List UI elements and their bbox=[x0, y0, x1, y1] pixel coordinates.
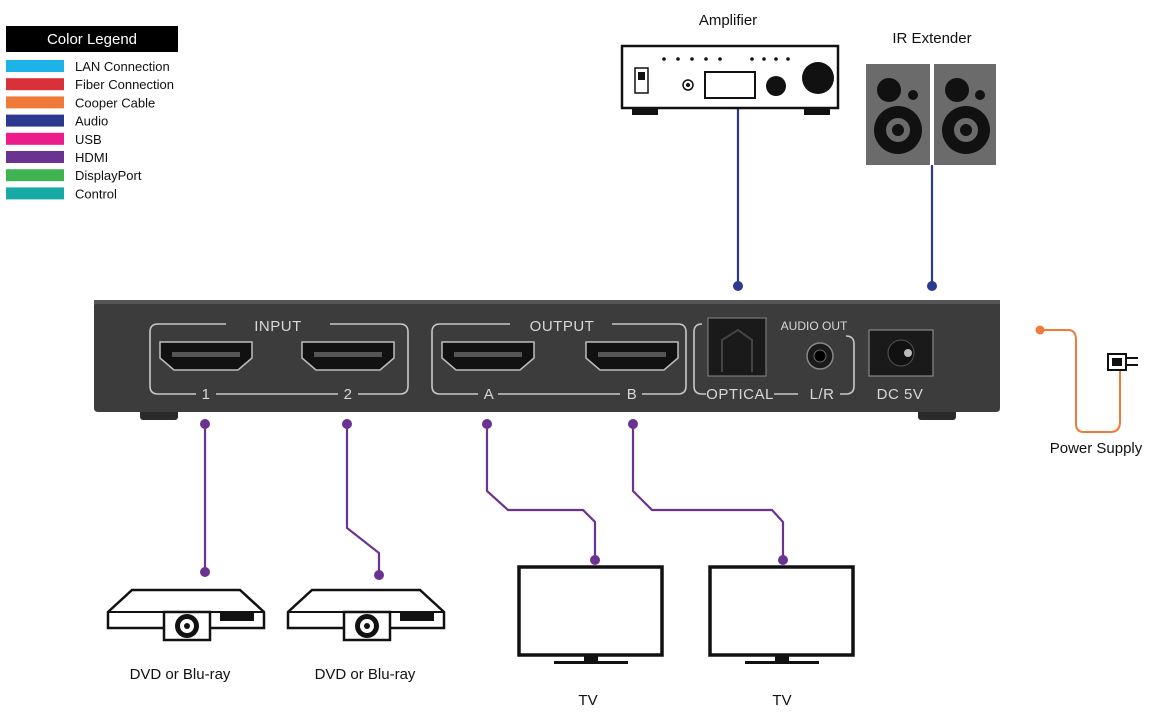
legend-label: Audio bbox=[75, 114, 108, 129]
input-group-label: INPUT bbox=[254, 318, 302, 335]
tv-b-label: TV bbox=[772, 692, 791, 709]
legend-swatch bbox=[6, 169, 64, 182]
legend-label: Cooper Cable bbox=[75, 95, 155, 110]
legend-item: Control bbox=[6, 186, 117, 201]
dvd-player-1 bbox=[106, 588, 266, 642]
dc-label: DC 5V bbox=[877, 386, 924, 403]
legend-item: LAN Connection bbox=[6, 59, 170, 74]
legend-swatch bbox=[6, 114, 64, 127]
amplifier: Amplifier bbox=[620, 12, 840, 115]
output-a-label: A bbox=[484, 386, 495, 403]
legend-title: Color Legend bbox=[47, 31, 137, 48]
legend-swatch bbox=[6, 78, 64, 91]
legend-label: DisplayPort bbox=[75, 168, 142, 183]
amplifier-knob-small bbox=[766, 76, 786, 96]
legend-swatch bbox=[6, 187, 64, 200]
hdmi-port-input-2 bbox=[301, 341, 395, 371]
hdmi-switch: INPUT 1 2 OUTPUT A B AUDIO OUT bbox=[94, 300, 1000, 420]
amplifier-label: Amplifier bbox=[699, 12, 757, 29]
tv-a bbox=[517, 565, 664, 664]
legend-label: LAN Connection bbox=[75, 59, 170, 74]
power-supply: Power Supply bbox=[1050, 353, 1143, 457]
legend-swatch bbox=[6, 96, 64, 109]
source-2-label: DVD or Blu-ray bbox=[315, 666, 416, 683]
ir-extender-label: IR Extender bbox=[892, 30, 971, 47]
hdmi-cable-input-2 bbox=[342, 419, 384, 580]
legend-swatch bbox=[6, 132, 64, 145]
optical-port bbox=[707, 317, 767, 377]
power-plug-icon bbox=[1107, 353, 1138, 371]
hdmi-port-input-1 bbox=[159, 341, 253, 371]
legend-item: USB bbox=[6, 132, 102, 147]
power-cable bbox=[1035, 325, 1121, 433]
audio-cable-amplifier bbox=[733, 108, 743, 291]
dc-power-port bbox=[868, 329, 934, 377]
hdmi-cable-output-a bbox=[482, 419, 600, 565]
audio-cable-ir-extender bbox=[927, 165, 937, 291]
legend-item: Cooper Cable bbox=[6, 95, 155, 110]
legend-item: Fiber Connection bbox=[6, 77, 174, 92]
source-1-label: DVD or Blu-ray bbox=[130, 666, 231, 683]
legend-label: USB bbox=[75, 132, 102, 147]
hdmi-port-output-a bbox=[441, 341, 535, 371]
legend-label: Control bbox=[75, 186, 117, 201]
ir-extender: IR Extender bbox=[866, 30, 996, 165]
hdmi-port-output-b bbox=[585, 341, 679, 371]
input-2-label: 2 bbox=[344, 386, 353, 403]
output-group-label: OUTPUT bbox=[530, 318, 595, 335]
legend-swatch bbox=[6, 60, 64, 72]
speaker-right-icon bbox=[934, 64, 996, 165]
tv-b bbox=[708, 565, 855, 664]
output-b-label: B bbox=[627, 386, 638, 403]
hdmi-cable-output-b bbox=[628, 419, 788, 565]
dvd-player-2 bbox=[286, 588, 446, 642]
amplifier-knob-large bbox=[802, 62, 834, 94]
cables bbox=[200, 108, 1121, 580]
legend-label: HDMI bbox=[75, 150, 108, 165]
power-supply-label: Power Supply bbox=[1050, 440, 1143, 457]
input-1-label: 1 bbox=[202, 386, 211, 403]
optical-label: OPTICAL bbox=[706, 386, 774, 403]
speaker-left-icon bbox=[866, 64, 930, 165]
legend-item: DisplayPort bbox=[6, 168, 142, 183]
audio-jack-port bbox=[806, 342, 834, 370]
legend-title-bg bbox=[6, 26, 178, 52]
legend-item: Audio bbox=[6, 114, 108, 129]
legend-label: Fiber Connection bbox=[75, 77, 174, 92]
audio-out-label: AUDIO OUT bbox=[781, 319, 848, 333]
legend-item: HDMI bbox=[6, 150, 108, 165]
hdmi-cable-input-1 bbox=[200, 419, 210, 577]
lr-label: L/R bbox=[810, 386, 835, 403]
power-switch-icon bbox=[634, 67, 649, 94]
legend-swatch bbox=[6, 151, 64, 163]
amplifier-display bbox=[704, 71, 756, 99]
tv-a-label: TV bbox=[578, 692, 597, 709]
